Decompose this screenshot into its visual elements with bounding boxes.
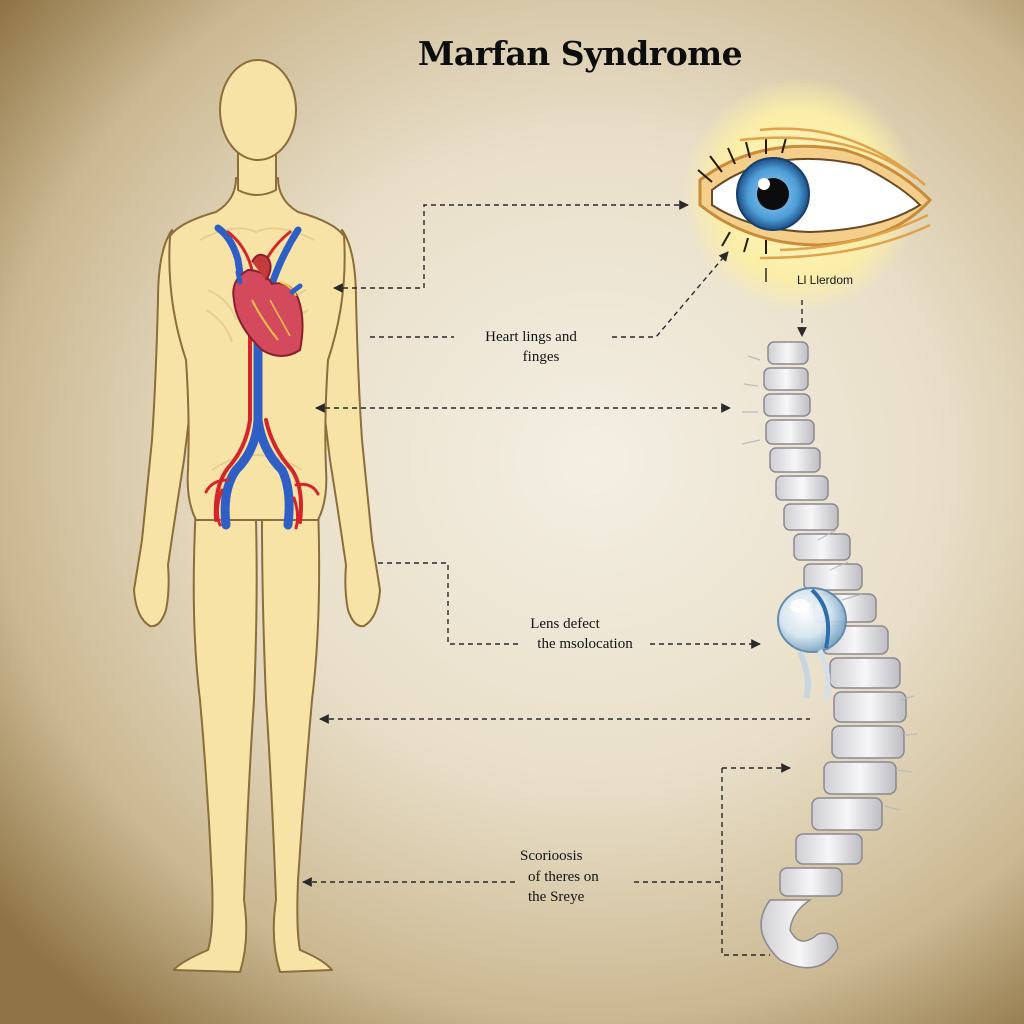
lens-label-line2: the msolocation [537,636,633,652]
leader-lines [302,200,810,956]
spine-icon [760,341,907,969]
eye-icon [682,77,933,313]
lens-icon [777,587,847,701]
scoliosis-label-line1: Scorioosis [520,848,583,864]
lens-label-line1: Lens defect [530,616,600,632]
scoliosis-label-line3: the Sreye [528,889,585,905]
body-figure-icon [133,59,381,973]
heart-label-line2: finges [522,349,560,365]
heart-label-line1: Heart lings and [485,329,577,345]
diagram-title: Marfan Syndrome [417,34,743,73]
scoliosis-label-line2: of theres on [528,869,599,885]
blood-vessels [204,224,320,530]
eye-caption: Ll Llerdom [796,273,854,287]
heart-icon [232,253,304,357]
